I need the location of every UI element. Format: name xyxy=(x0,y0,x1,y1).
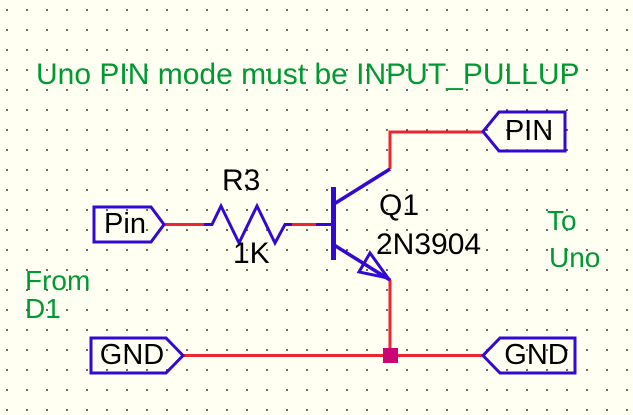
note-heading[interactable]: Uno PIN mode must be INPUT_PULLUP xyxy=(36,58,580,91)
port-gnd-left-outline[interactable] xyxy=(89,336,186,375)
wire-junction-square[interactable] xyxy=(383,348,398,363)
resistor-ref-label[interactable]: R3 xyxy=(222,164,261,197)
npn-transistor-symbol[interactable] xyxy=(316,167,392,282)
transistor-ref-label[interactable]: Q1 xyxy=(379,189,420,222)
note-from[interactable]: From xyxy=(25,265,91,296)
port-gnd-right-label: GND xyxy=(504,339,569,371)
wire-collector-to-pin-port[interactable] xyxy=(388,130,483,169)
emitter-arrow-icon xyxy=(356,250,392,281)
port-pin-left-outline[interactable] xyxy=(92,205,166,244)
note-to-target[interactable]: Uno xyxy=(549,242,601,273)
port-pin-top-right-outline[interactable] xyxy=(481,110,567,153)
port-gnd-right-outline[interactable] xyxy=(480,336,577,375)
resistor-symbol[interactable] xyxy=(204,202,292,247)
resistor-value-label[interactable]: 1K xyxy=(233,237,270,270)
port-pin-left-label: Pin xyxy=(104,208,146,240)
note-from-ref[interactable]: D1 xyxy=(25,293,61,324)
transistor-value-label[interactable]: 2N3904 xyxy=(376,228,482,261)
transistor-collector-lead[interactable] xyxy=(333,167,391,206)
note-to[interactable]: To xyxy=(547,205,577,236)
transistor-emitter-lead[interactable] xyxy=(333,243,391,282)
port-pin-top-right-label: PIN xyxy=(504,115,554,147)
port-gnd-left-label: GND xyxy=(99,339,165,371)
